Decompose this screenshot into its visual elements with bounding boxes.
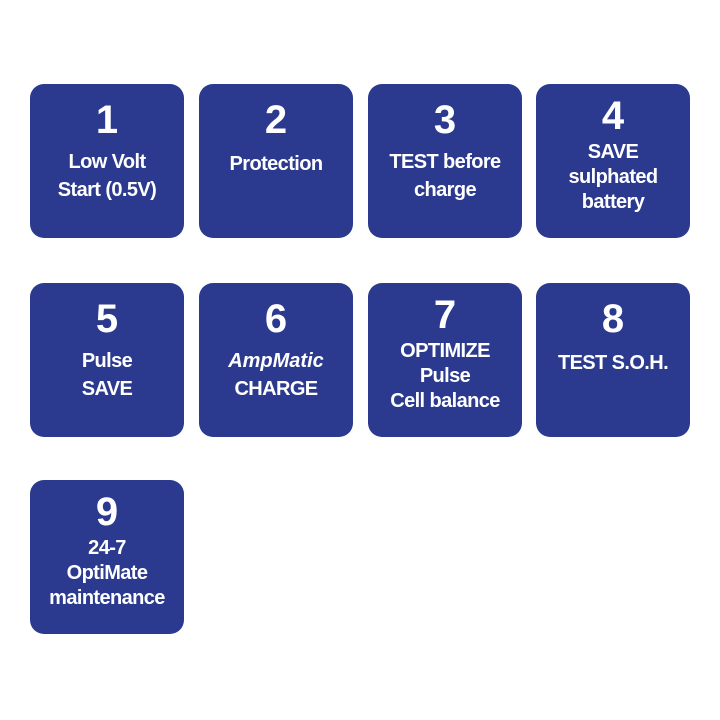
tile-label: SAVE sulphated battery (536, 140, 690, 215)
tile-number: 3 (433, 98, 457, 142)
tile-label-line: battery (581, 191, 645, 213)
tile-number: 2 (264, 98, 288, 142)
tile-number: 6 (264, 297, 288, 341)
tile-number: 9 (95, 490, 119, 534)
tile-label: AmpMatic CHARGE (199, 347, 353, 403)
tile-label-line: SAVE (587, 141, 639, 163)
tile-label-line: sulphated (568, 166, 658, 188)
feature-tile-optimize-pulse-cell-balance: 7 OPTIMIZE Pulse Cell balance (368, 283, 522, 437)
tile-label-line: CHARGE (234, 378, 318, 400)
tile-number: 8 (601, 297, 625, 341)
tile-label-line: OptiMate (66, 562, 148, 584)
feature-tile-save-sulphated-battery: 4 SAVE sulphated battery (536, 84, 690, 238)
tile-number: 5 (95, 297, 119, 341)
tile-number: 1 (95, 98, 119, 142)
tile-label-line: Cell balance (390, 390, 500, 412)
tile-label-line: Pulse (419, 365, 471, 387)
tile-label-line: TEST before (389, 151, 501, 173)
tile-label-line: maintenance (49, 587, 165, 609)
tile-label-line: Low Volt (68, 151, 146, 173)
tile-label-line: Pulse (81, 350, 133, 372)
tile-number: 7 (433, 293, 457, 337)
tile-label: Pulse SAVE (30, 347, 184, 403)
tile-label-line: OPTIMIZE (400, 340, 490, 362)
tile-label: Protection (199, 150, 353, 178)
ampmatic-brand-label: AmpMatic (228, 350, 324, 372)
tile-number: 4 (601, 94, 625, 138)
feature-tile-protection: 2 Protection (199, 84, 353, 238)
feature-tile-grid: 1 Low Volt Start (0.5V) 2 Protection 3 T… (30, 84, 690, 636)
feature-tile-test-before-charge: 3 TEST before charge (368, 84, 522, 238)
tile-label: Low Volt Start (0.5V) (30, 148, 184, 204)
tile-label: 24-7 OptiMate maintenance (30, 536, 184, 611)
tile-label-line: SAVE (81, 378, 133, 400)
tile-label-line: TEST S.O.H. (557, 352, 669, 374)
feature-tile-test-soh: 8 TEST S.O.H. (536, 283, 690, 437)
tile-label-line: Protection (229, 153, 324, 175)
feature-tile-low-volt-start: 1 Low Volt Start (0.5V) (30, 84, 184, 238)
feature-tile-optimate-maintenance: 9 24-7 OptiMate maintenance (30, 480, 184, 634)
feature-tile-pulse-save: 5 Pulse SAVE (30, 283, 184, 437)
feature-tile-ampmatic-charge: 6 AmpMatic CHARGE (199, 283, 353, 437)
tile-label: TEST S.O.H. (536, 349, 690, 377)
tile-label: OPTIMIZE Pulse Cell balance (368, 339, 522, 414)
tile-label-line: charge (414, 179, 477, 201)
tile-label-line: 24-7 (88, 537, 126, 559)
tile-label-line: Start (0.5V) (57, 179, 157, 201)
tile-label: TEST before charge (368, 148, 522, 204)
